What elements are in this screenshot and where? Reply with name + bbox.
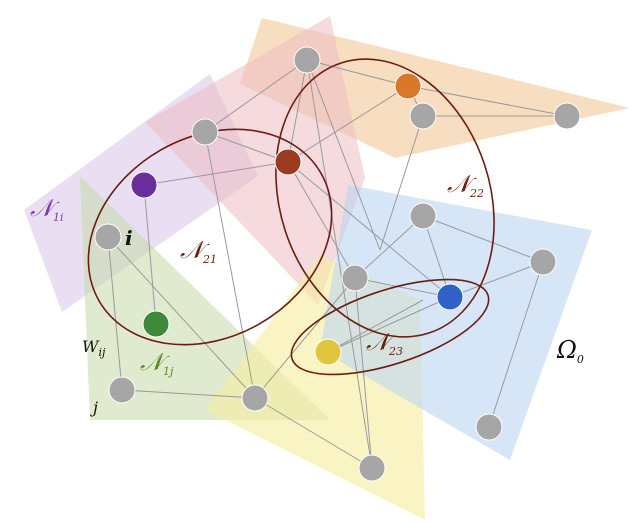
node — [108, 376, 136, 404]
node — [191, 118, 219, 146]
label-omega0: Ω0 — [556, 336, 584, 366]
edge — [107, 236, 123, 391]
node — [341, 264, 369, 292]
node — [142, 310, 170, 338]
edge — [143, 184, 157, 325]
node — [394, 72, 422, 100]
edge — [287, 85, 409, 163]
label-n22: 𝒩22 — [447, 170, 484, 200]
edge — [354, 215, 424, 279]
edge — [287, 161, 356, 279]
edge — [287, 161, 451, 298]
label-j: j — [90, 398, 98, 417]
edge — [354, 277, 451, 298]
edge — [488, 261, 544, 428]
label-wij: Wij — [82, 337, 106, 359]
edge — [306, 59, 381, 251]
edge — [379, 115, 424, 251]
edge — [407, 85, 568, 117]
node — [314, 338, 342, 366]
node — [274, 148, 302, 176]
edge — [254, 397, 373, 469]
edge — [449, 261, 544, 298]
edge — [306, 59, 409, 87]
label-i: i — [125, 226, 133, 250]
edge — [327, 296, 451, 353]
ellipse-n21 — [87, 128, 333, 346]
node — [475, 413, 503, 441]
node — [94, 223, 122, 251]
edges — [107, 59, 568, 469]
node — [241, 384, 269, 412]
label-n21: 𝒩21 — [180, 236, 217, 266]
neighborhood-ellipses — [87, 58, 495, 376]
node — [130, 171, 158, 199]
node — [436, 283, 464, 311]
node — [409, 102, 437, 130]
edge — [107, 236, 256, 399]
region-pink — [145, 16, 365, 305]
edge — [287, 59, 308, 163]
ellipse-n22 — [275, 58, 495, 338]
edge — [204, 131, 289, 163]
edge — [121, 389, 256, 399]
edge — [204, 131, 256, 399]
edge — [143, 161, 289, 186]
edge — [422, 215, 451, 298]
edge — [327, 299, 424, 353]
node — [409, 202, 437, 230]
node — [293, 46, 321, 74]
node — [553, 102, 581, 130]
region-blue — [320, 185, 592, 460]
nodes — [94, 46, 581, 482]
edge — [422, 215, 544, 263]
node — [529, 248, 557, 276]
ellipse-n23 — [290, 278, 490, 376]
edge — [204, 59, 308, 133]
node — [358, 454, 386, 482]
edge — [254, 277, 356, 399]
edge — [306, 59, 373, 469]
edge — [354, 277, 373, 469]
